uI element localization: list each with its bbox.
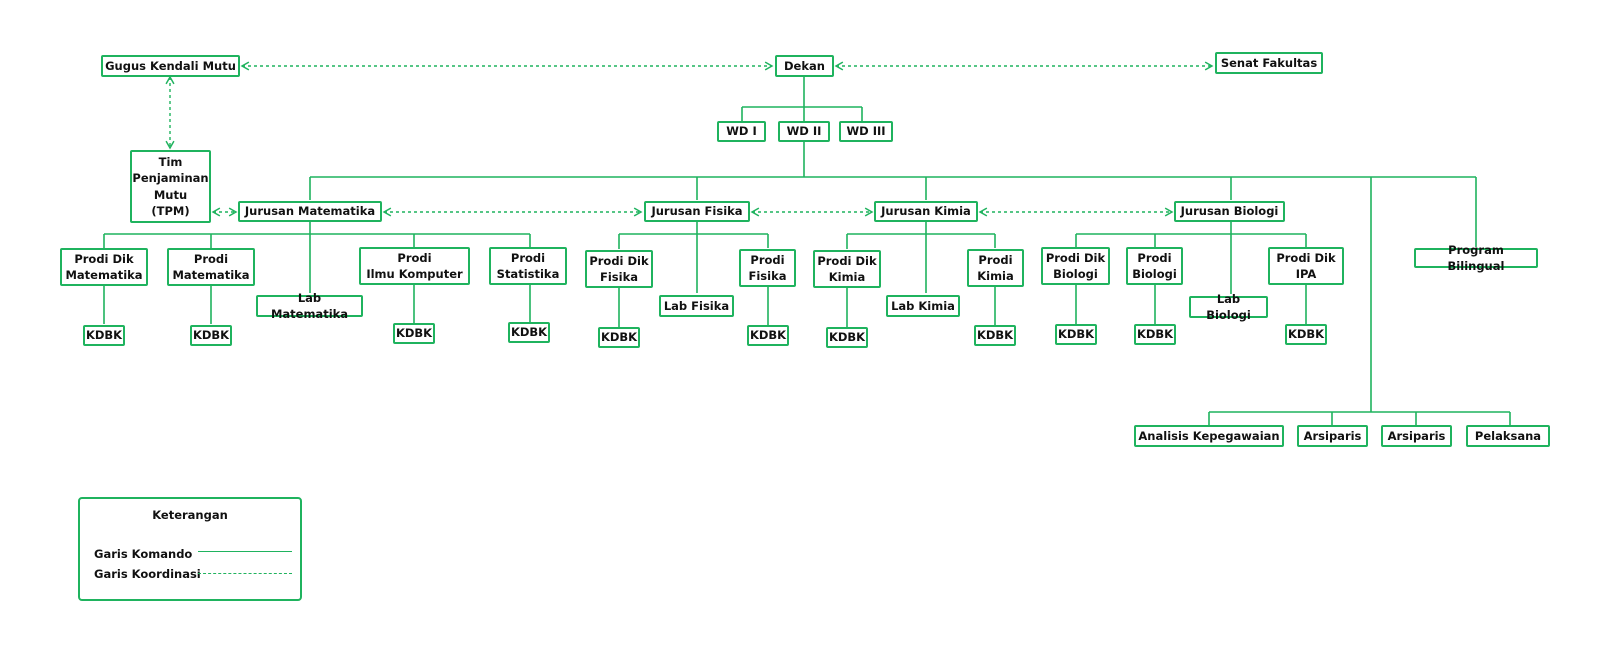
node-jurusan-fisika: Jurusan Fisika [644,201,750,222]
node-wd-1: WD I [717,121,766,142]
line-bus-drops [309,177,1477,247]
node-kdbk: KDBK [1134,324,1176,345]
line-mat-kdbk [103,285,531,324]
node-kdbk: KDBK [508,322,550,343]
line-jur-fis [618,222,769,293]
node-wd-2: WD II [778,121,830,142]
node-dekan: Dekan [775,55,834,77]
node-kdbk: KDBK [393,323,435,344]
node-pelaksana: Pelaksana [1466,425,1550,447]
legend-solid-line [198,551,292,552]
line-jur-mat [103,222,531,293]
node-prodi-matematika: Prodi Matematika [167,248,255,286]
node-lab-fisika: Lab Fisika [659,295,734,317]
legend-label-koordinasi: Garis Koordinasi [94,567,201,581]
node-senat-fakultas: Senat Fakultas [1215,52,1323,74]
node-prodi-dik-matematika: Prodi Dik Matematika [60,248,148,286]
node-prodi-statistika: Prodi Statistika [489,247,567,285]
node-kdbk: KDBK [747,325,789,346]
node-kdbk: KDBK [190,325,232,346]
node-gugus-kendali-mutu: Gugus Kendali Mutu [101,55,240,77]
node-kdbk: KDBK [1055,324,1097,345]
node-kdbk: KDBK [974,325,1016,346]
node-kdbk: KDBK [826,327,868,348]
node-tpm: Tim Penjaminan Mutu (TPM) [130,150,211,223]
line-fis-kdbk [618,287,769,327]
node-prodi-ilmu-komputer: Prodi Ilmu Komputer [359,247,470,285]
line-jur-bio [1075,222,1307,294]
legend-title: Keterangan [152,508,228,522]
node-prodi-fisika: Prodi Fisika [739,249,796,287]
node-kdbk: KDBK [83,325,125,346]
legend-box: Keterangan Garis Komando Garis Koordinas… [78,497,302,601]
node-prodi-dik-ipa: Prodi Dik IPA [1268,247,1344,285]
node-lab-matematika: Lab Matematika [256,291,363,321]
node-prodi-dik-biologi: Prodi Dik Biologi [1041,247,1110,285]
node-prodi-dik-fisika: Prodi Dik Fisika [585,250,653,288]
node-kdbk: KDBK [598,327,640,348]
line-bio-kdbk [1075,285,1307,324]
legend-dotted-line [198,573,292,574]
legend-label-komando: Garis Komando [94,547,193,561]
node-arsiparis: Arsiparis [1297,425,1368,447]
node-prodi-dik-kimia: Prodi Dik Kimia [813,250,881,288]
node-program-bilingual: Program Bilingual [1414,243,1538,273]
node-lab-biologi: Lab Biologi [1189,292,1268,322]
line-dekan-wd [741,77,863,121]
node-kdbk: KDBK [1285,324,1327,345]
node-prodi-kimia: Prodi Kimia [967,249,1024,287]
line-wd2-bus [310,142,1476,178]
line-staff [1208,177,1511,425]
node-wd-3: WD III [839,121,893,142]
node-arsiparis: Arsiparis [1381,425,1452,447]
node-lab-kimia: Lab Kimia [886,295,960,317]
node-jurusan-matematika: Jurusan Matematika [238,201,382,222]
node-jurusan-biologi: Jurusan Biologi [1174,201,1285,222]
node-analisis-kepegawaian: Analisis Kepegawaian [1134,425,1284,447]
line-kim-kdbk [846,287,996,327]
node-jurusan-kimia: Jurusan Kimia [874,201,978,222]
line-jur-kim [846,222,996,293]
node-prodi-biologi: Prodi Biologi [1126,247,1183,285]
